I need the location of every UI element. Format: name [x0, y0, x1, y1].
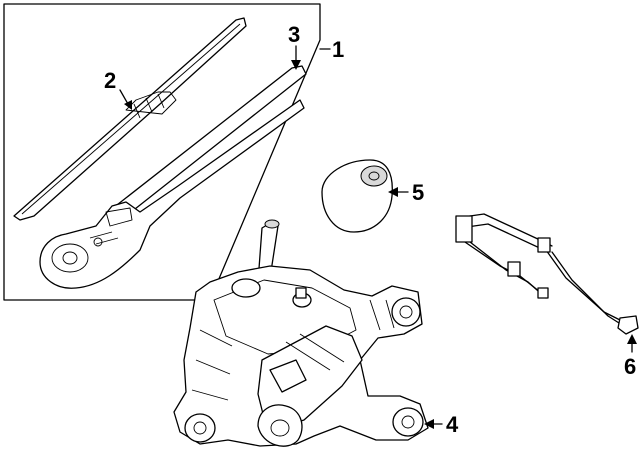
- motor-cap: [321, 159, 393, 233]
- callout-leaders: [119, 45, 637, 429]
- callout-1: 1: [332, 37, 344, 62]
- wiper-motor: [173, 219, 429, 447]
- callout-4: 4: [446, 412, 459, 437]
- callout-3: 3: [288, 22, 300, 47]
- wiper-arm: [39, 99, 305, 289]
- callout-5: 5: [412, 180, 424, 205]
- blade-insert: [107, 65, 307, 225]
- wiring-harness: [455, 213, 639, 335]
- wiper-blade: [13, 17, 247, 221]
- callout-6: 6: [624, 354, 636, 379]
- wiper-arm-group-box: [3, 3, 331, 301]
- callout-2: 2: [104, 68, 116, 93]
